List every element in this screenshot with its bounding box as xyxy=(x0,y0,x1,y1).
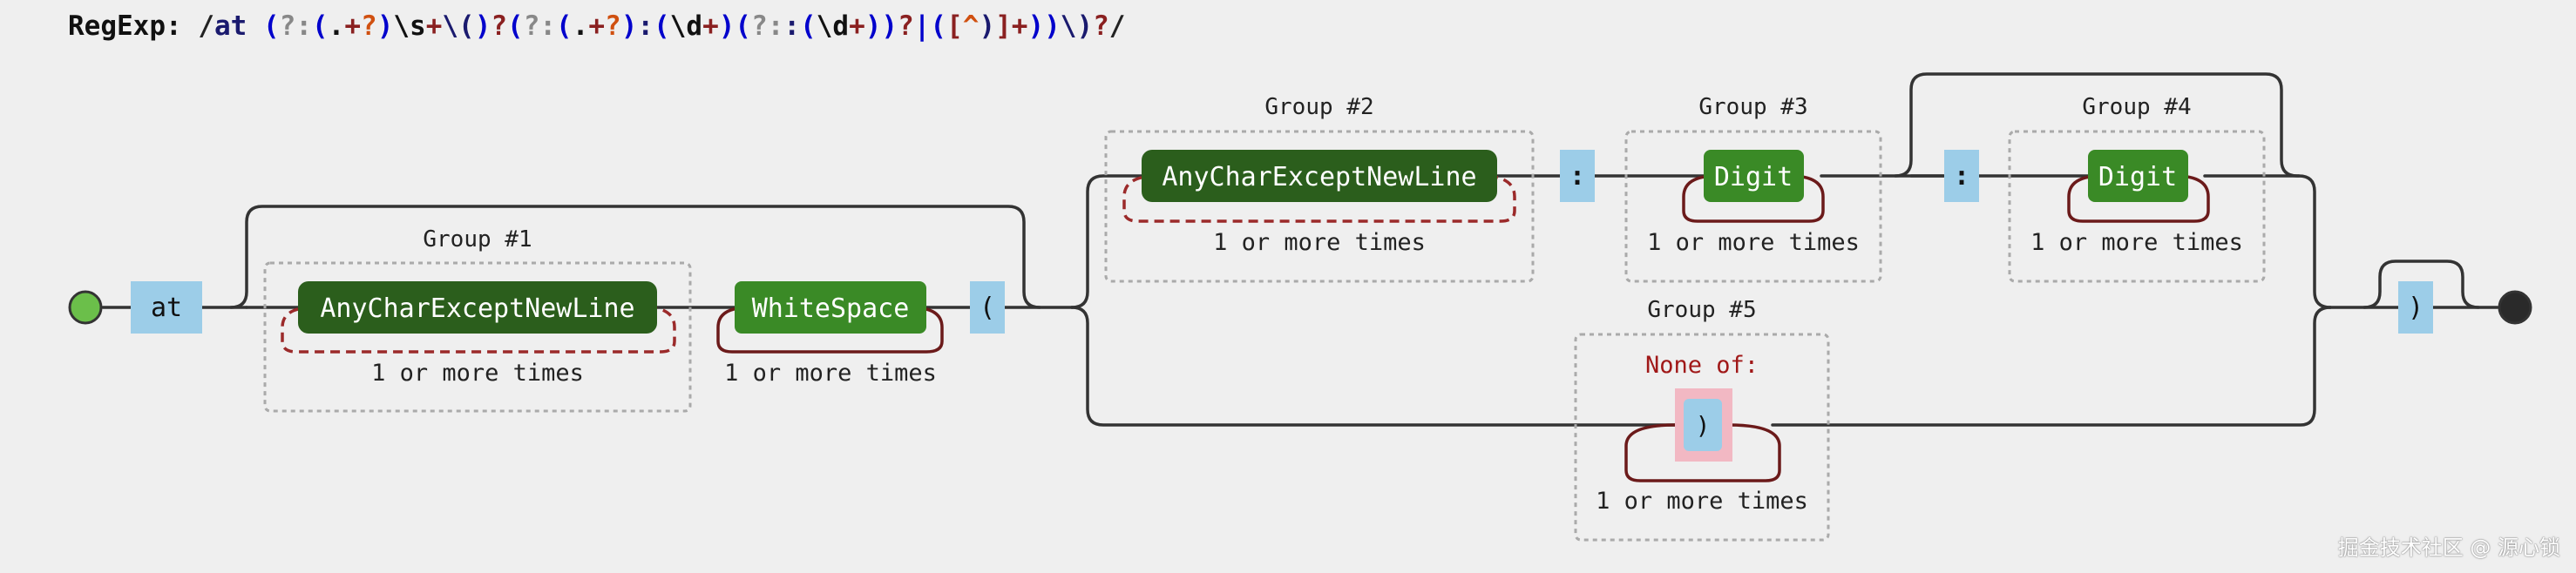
end-node xyxy=(2498,290,2532,325)
group4-digit-text: Digit xyxy=(2098,162,2177,192)
regex-token: + xyxy=(588,10,606,42)
regex-token: ] xyxy=(995,10,1012,42)
group3-digit-text: Digit xyxy=(1714,162,1793,192)
regex-token: \d xyxy=(816,10,850,42)
regex-token: ) xyxy=(979,10,996,42)
literal-colon-1-text: : xyxy=(1569,161,1585,192)
regex-token: ( xyxy=(930,10,947,42)
regex-token: ? xyxy=(1093,10,1109,42)
group5-repeat-label: 1 or more times xyxy=(1596,488,1808,515)
regex-token: ) xyxy=(474,10,491,42)
group1-any-char-text: AnyCharExceptNewLine xyxy=(320,293,634,324)
regex-token: ( xyxy=(735,10,752,42)
regex-token: )) xyxy=(864,10,898,42)
regex-token: ( xyxy=(654,10,670,42)
start-node xyxy=(68,290,103,325)
group3-repeat-label: 1 or more times xyxy=(1647,229,1860,256)
whitespace-text: WhiteSpace xyxy=(752,293,910,324)
regex-token: / xyxy=(198,10,214,42)
regex-token: ( xyxy=(507,10,524,42)
regex-token: ) xyxy=(376,10,394,42)
literal-colon-2 xyxy=(1944,150,1979,202)
regex-token: ?: xyxy=(751,10,784,42)
rail-lines xyxy=(101,72,2499,427)
literal-close-paren xyxy=(2398,281,2433,334)
group4-digit-node xyxy=(2088,150,2188,202)
group1-loop xyxy=(281,306,676,354)
regex-token: \) xyxy=(1060,10,1094,42)
regex-label: RegExp: xyxy=(68,10,182,42)
regex-token: + xyxy=(425,10,443,42)
regex-header: RegExp: /at (?:(.+?)\s+\()?(?:(.+?):(\d+… xyxy=(68,10,1125,42)
group4-repeat-label: 1 or more times xyxy=(2030,229,2243,256)
watermark: 掘金技术社区 @ 源心锁 xyxy=(2337,536,2560,560)
group5-char-literal xyxy=(1684,399,1722,451)
group4-label: Group #4 xyxy=(2082,94,2191,120)
regex-token: ( xyxy=(800,10,817,42)
regex-token: + xyxy=(1011,10,1028,42)
regex-token: ? xyxy=(605,10,621,42)
group2-label: Group #2 xyxy=(1264,94,1373,120)
group5-label: Group #5 xyxy=(1647,297,1756,323)
regex-token: ( xyxy=(263,10,280,42)
group5-none-of-label: None of: xyxy=(1645,352,1759,379)
regex-token: + xyxy=(702,10,719,42)
regex-token: . xyxy=(572,10,589,42)
literal-at-text: at xyxy=(151,293,182,323)
group3-loop xyxy=(1682,174,1825,223)
whitespace-node xyxy=(735,281,926,334)
group3-box xyxy=(1624,130,1882,283)
regex-token: ? xyxy=(898,10,914,42)
regex-token: ( xyxy=(312,10,329,42)
group2-any-char-text: AnyCharExceptNewLine xyxy=(1162,162,1476,192)
literal-close-paren-text: ) xyxy=(2408,293,2423,323)
literal-colon-1 xyxy=(1560,150,1595,202)
group1-label: Group #1 xyxy=(423,226,532,253)
whitespace-loop xyxy=(716,306,944,354)
regex-token: ? xyxy=(491,10,508,42)
group1-any-char-node xyxy=(298,281,657,334)
regex-token: ?: xyxy=(523,10,557,42)
regex-token: ( xyxy=(556,10,573,42)
whitespace-repeat-label: 1 or more times xyxy=(724,360,937,387)
regex-token: \d xyxy=(669,10,703,42)
regex-token: at xyxy=(214,10,263,42)
group4-box xyxy=(2008,130,2266,283)
regex-token: \( xyxy=(442,10,475,42)
regex-token: )) xyxy=(1027,10,1061,42)
regex-token: ?: xyxy=(279,10,312,42)
group3-digit-node xyxy=(1704,150,1804,202)
regex-pattern: /at (?:(.+?)\s+\()?(?:(.+?):(\d+)(?::(\d… xyxy=(198,10,1125,42)
regex-token: \s xyxy=(393,10,426,42)
regex-token: : xyxy=(783,10,801,42)
regex-token: / xyxy=(1108,10,1126,42)
regex-token: + xyxy=(849,10,865,42)
group1-repeat-label: 1 or more times xyxy=(371,360,584,387)
regex-token: [ xyxy=(946,10,963,42)
regex-token: + xyxy=(344,10,362,42)
group2-any-char-node xyxy=(1142,150,1497,202)
group1-box xyxy=(263,261,692,413)
group2-box xyxy=(1104,130,1535,283)
regex-token: : xyxy=(637,10,654,42)
regex-token: . xyxy=(328,10,345,42)
regex-token: ? xyxy=(361,10,377,42)
regex-token: ^ xyxy=(962,10,980,42)
group3-label: Group #3 xyxy=(1698,94,1807,120)
regex-token: ) xyxy=(620,10,638,42)
literal-open-paren xyxy=(970,281,1005,334)
group2-loop xyxy=(1122,174,1516,223)
literal-open-paren-text: ( xyxy=(980,293,995,323)
group5-loop xyxy=(1624,423,1781,482)
group5-char-text: ) xyxy=(1696,411,1711,440)
literal-colon-2-text: : xyxy=(1954,161,1969,192)
group2-repeat-label: 1 or more times xyxy=(1213,229,1426,256)
regex-token: | xyxy=(913,10,931,42)
literal-at xyxy=(131,281,202,334)
group4-loop xyxy=(2067,174,2210,223)
regex-token: ) xyxy=(718,10,736,42)
